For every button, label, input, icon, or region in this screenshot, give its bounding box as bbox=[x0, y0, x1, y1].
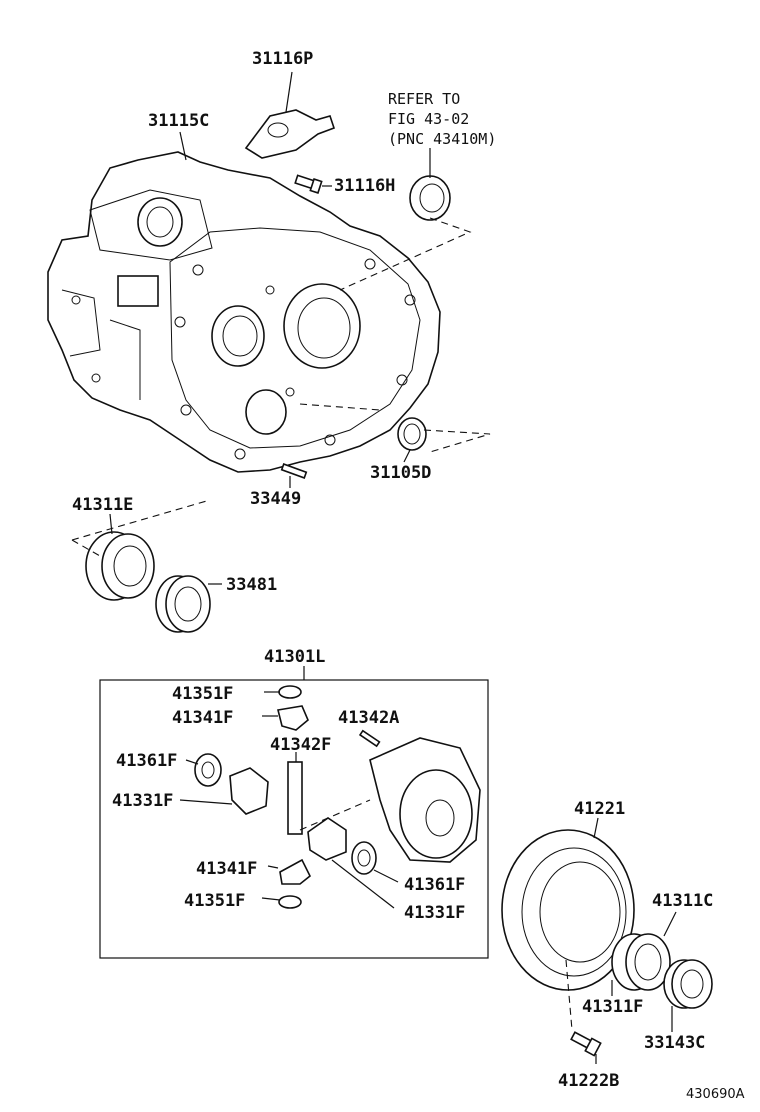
label-41361F-b: 41361F bbox=[404, 875, 465, 895]
oil-seal-ref bbox=[409, 175, 451, 221]
label-41311E: 41311E bbox=[72, 495, 133, 515]
label-33481: 33481 bbox=[226, 575, 277, 595]
bearing-41311E bbox=[85, 531, 155, 601]
bolt-31116H bbox=[294, 174, 323, 194]
label-41301L: 41301L bbox=[264, 647, 325, 667]
label-31116P: 31116P bbox=[252, 49, 313, 69]
label-31116H: 31116H bbox=[334, 176, 395, 196]
diff-kit-box bbox=[99, 679, 489, 959]
label-41351F-a: 41351F bbox=[172, 684, 233, 704]
race-33481 bbox=[155, 575, 211, 633]
label-41351F-b: 41351F bbox=[184, 891, 245, 911]
label-41331F-b: 41331F bbox=[404, 903, 465, 923]
oil-seal-31105D bbox=[397, 417, 427, 451]
label-41342F: 41342F bbox=[270, 735, 331, 755]
label-41341F-b: 41341F bbox=[196, 859, 257, 879]
ring-gear-41221 bbox=[501, 829, 635, 991]
label-41341F-a: 41341F bbox=[172, 708, 233, 728]
label-33143C: 33143C bbox=[644, 1033, 705, 1053]
pin-33449 bbox=[280, 463, 308, 479]
bearing-41311C bbox=[611, 933, 671, 991]
refer-note-line3: (PNC 43410M) bbox=[388, 130, 496, 148]
transaxle-housing bbox=[47, 151, 441, 473]
label-41311C: 41311C bbox=[652, 891, 713, 911]
label-41342A: 41342A bbox=[338, 708, 399, 728]
label-41311F: 41311F bbox=[582, 997, 643, 1017]
diff-kit-parts bbox=[179, 685, 481, 909]
bolt-41222B bbox=[570, 1031, 602, 1057]
label-41221: 41221 bbox=[574, 799, 625, 819]
label-33449: 33449 bbox=[250, 489, 301, 509]
label-31115C: 31115C bbox=[148, 111, 209, 131]
refer-note-line1: REFER TO bbox=[388, 90, 460, 108]
label-41222B: 41222B bbox=[558, 1071, 619, 1091]
refer-note-line2: FIG 43-02 bbox=[388, 110, 469, 128]
figure-code: 430690A bbox=[686, 1087, 745, 1102]
cover-31116P bbox=[244, 109, 336, 159]
label-41361F-a: 41361F bbox=[116, 751, 177, 771]
label-41331F-a: 41331F bbox=[112, 791, 173, 811]
race-33143C bbox=[663, 959, 713, 1009]
label-31105D: 31105D bbox=[370, 463, 431, 483]
